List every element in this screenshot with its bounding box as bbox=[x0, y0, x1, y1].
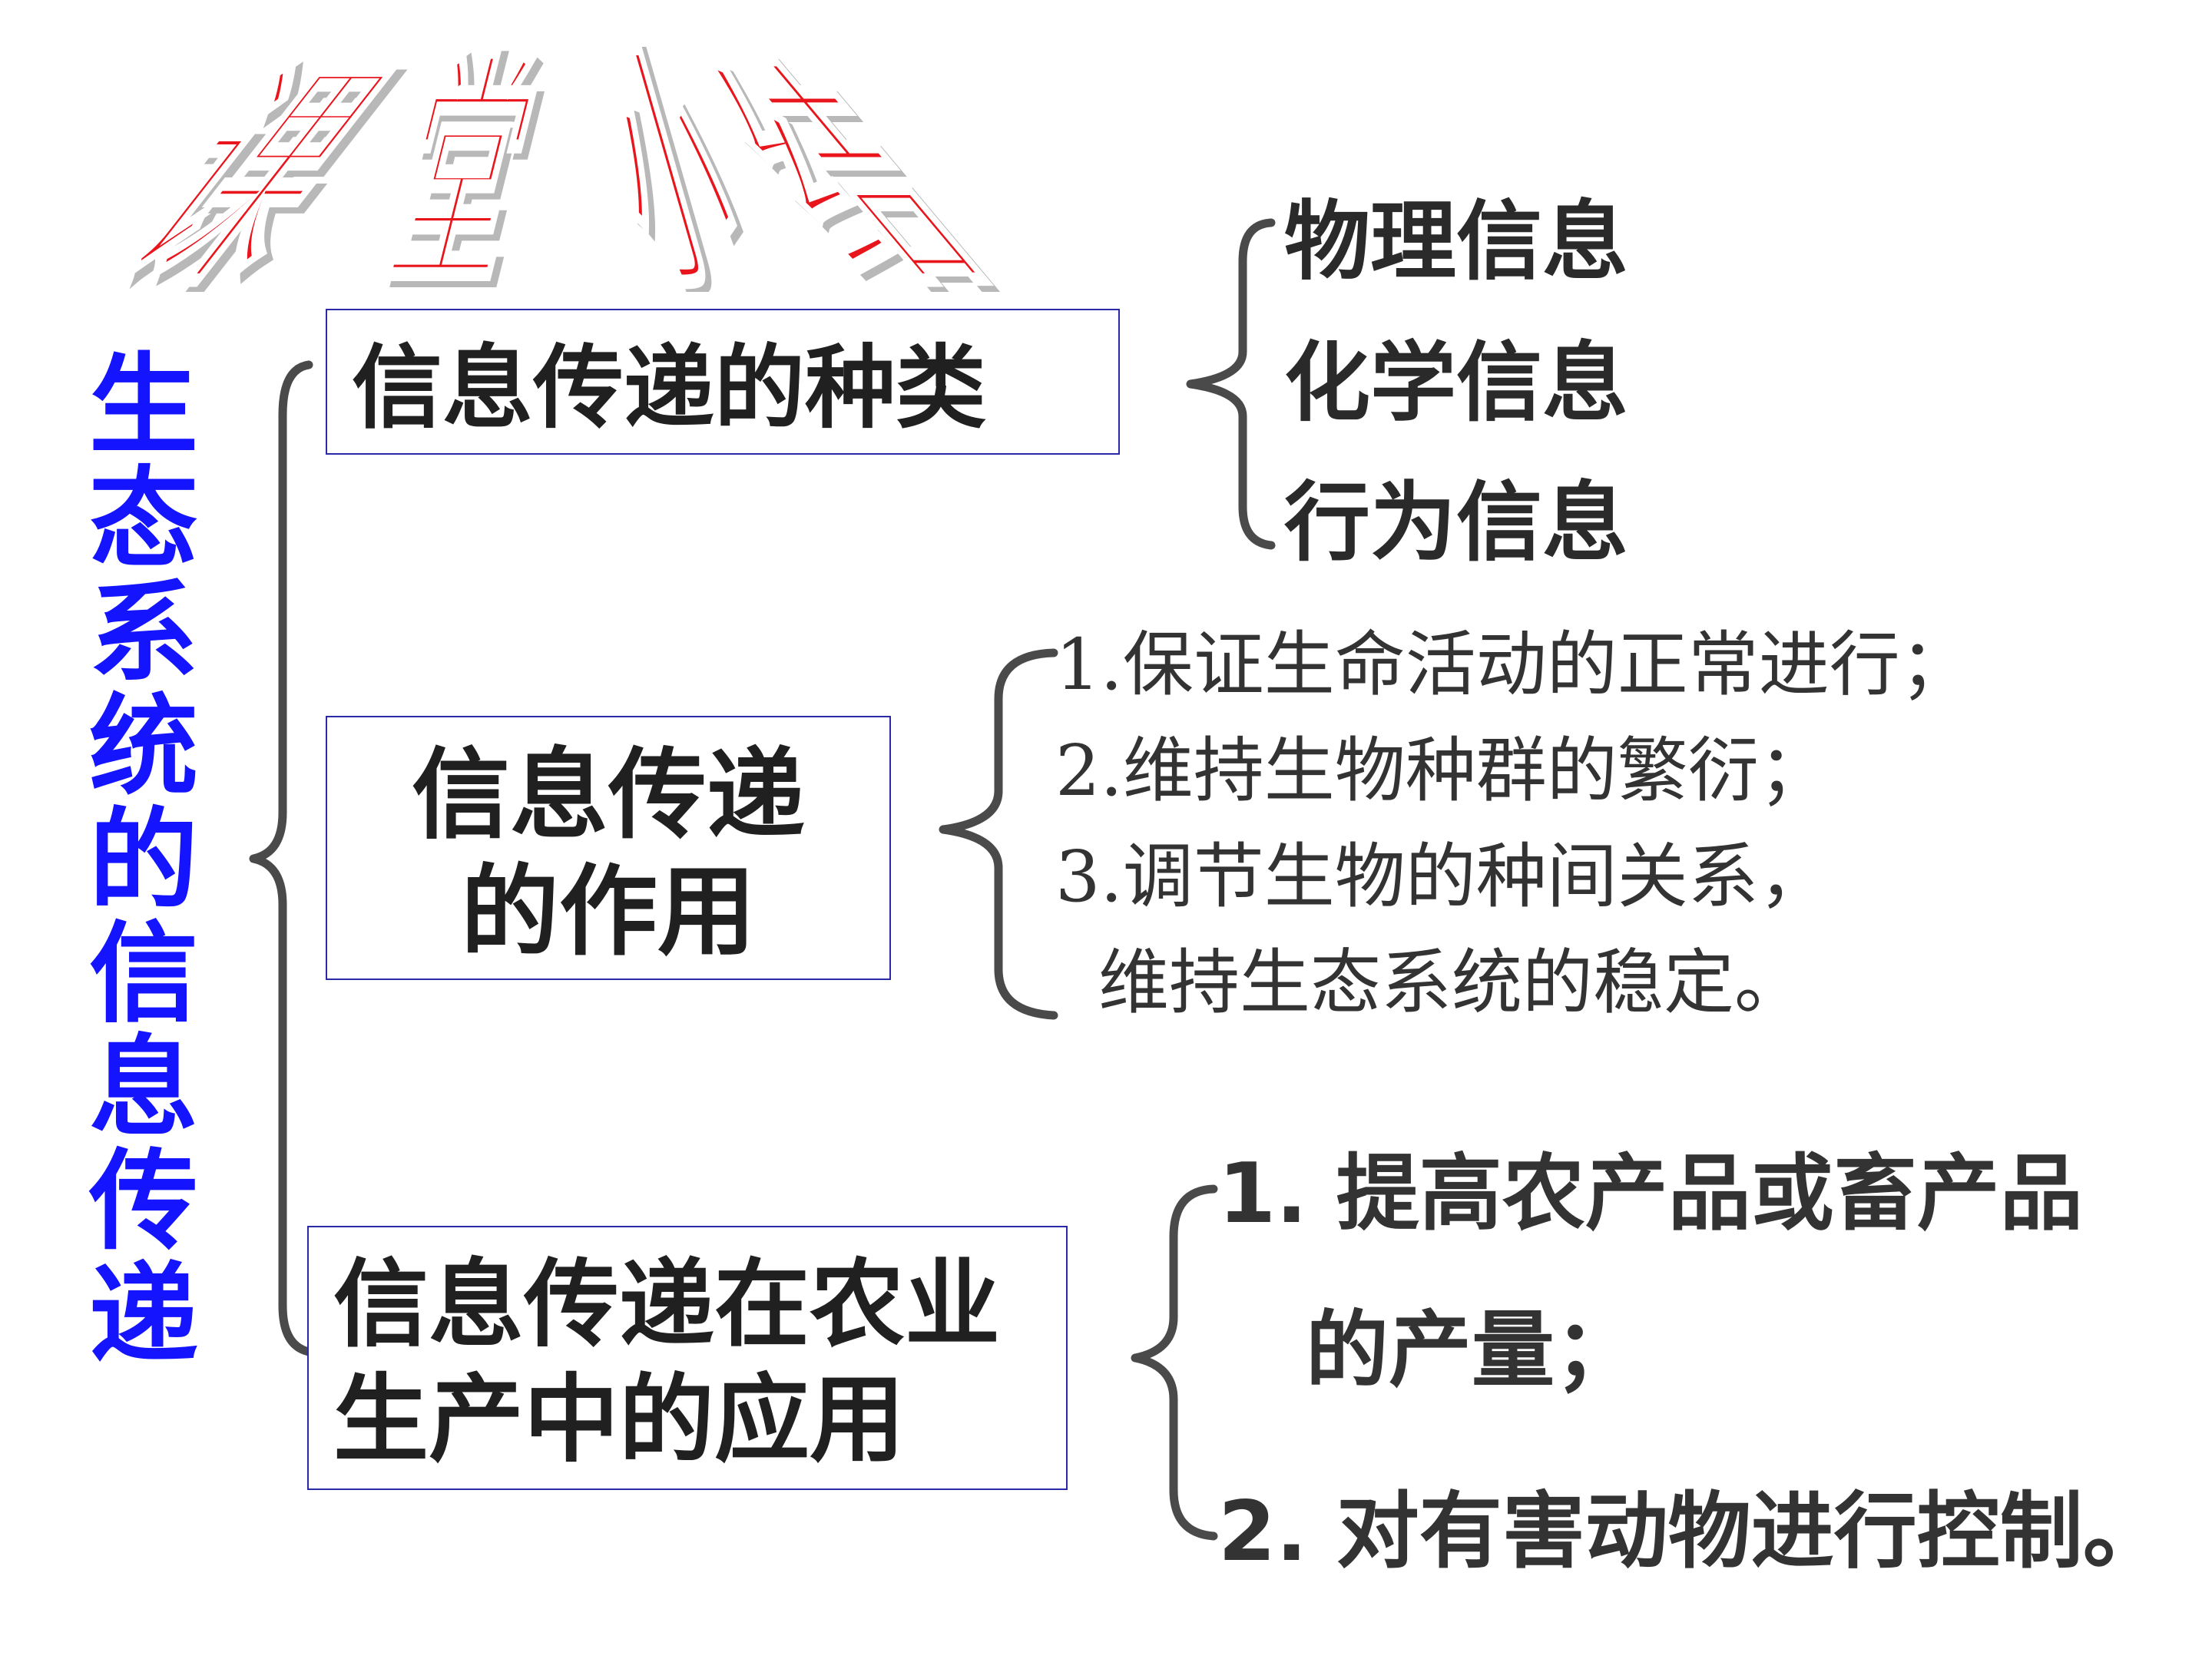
types-box: 信息传递的种类 bbox=[326, 309, 1120, 455]
topic-title: 生态系统的信息传递 bbox=[89, 343, 198, 1379]
types-item-behavioral: 行为信息 bbox=[1284, 473, 1628, 573]
types-label: 信息传递的种类 bbox=[352, 335, 987, 441]
role-item-2: 2.维持生物种群的繁衍； bbox=[1055, 730, 1830, 812]
role-item-1: 1.保证生命活动的正常进行； bbox=[1055, 624, 1971, 706]
main-brace bbox=[249, 360, 313, 1356]
agri-item-1: 1. 提高农产品或畜产品 bbox=[1218, 1146, 2083, 1242]
role-item-3: 3.调节生物的种间关系， bbox=[1055, 836, 1830, 918]
agri-label: 信息传递在农业 生产中的应用 bbox=[333, 1250, 1001, 1475]
agri-box: 信息传递在农业 生产中的应用 bbox=[307, 1226, 1068, 1490]
types-item-physical: 物理信息 bbox=[1284, 192, 1628, 292]
role-brace bbox=[939, 648, 1058, 1020]
types-item-chemical: 化学信息 bbox=[1284, 333, 1628, 433]
types-brace bbox=[1186, 218, 1276, 550]
lesson-title-wordart: 课 堂 小 结 bbox=[68, 31, 1033, 292]
agri-item-2: 2. 对有害动物进行控制。 bbox=[1218, 1484, 2166, 1580]
role-label: 信息传递 的作用 bbox=[411, 738, 805, 969]
role-item-3-cont: 维持生态系统的稳定。 bbox=[1098, 942, 1806, 1024]
role-box: 信息传递 的作用 bbox=[326, 716, 891, 980]
agri-item-1-cont: 的产量； bbox=[1306, 1303, 1638, 1399]
agri-brace bbox=[1131, 1184, 1218, 1541]
